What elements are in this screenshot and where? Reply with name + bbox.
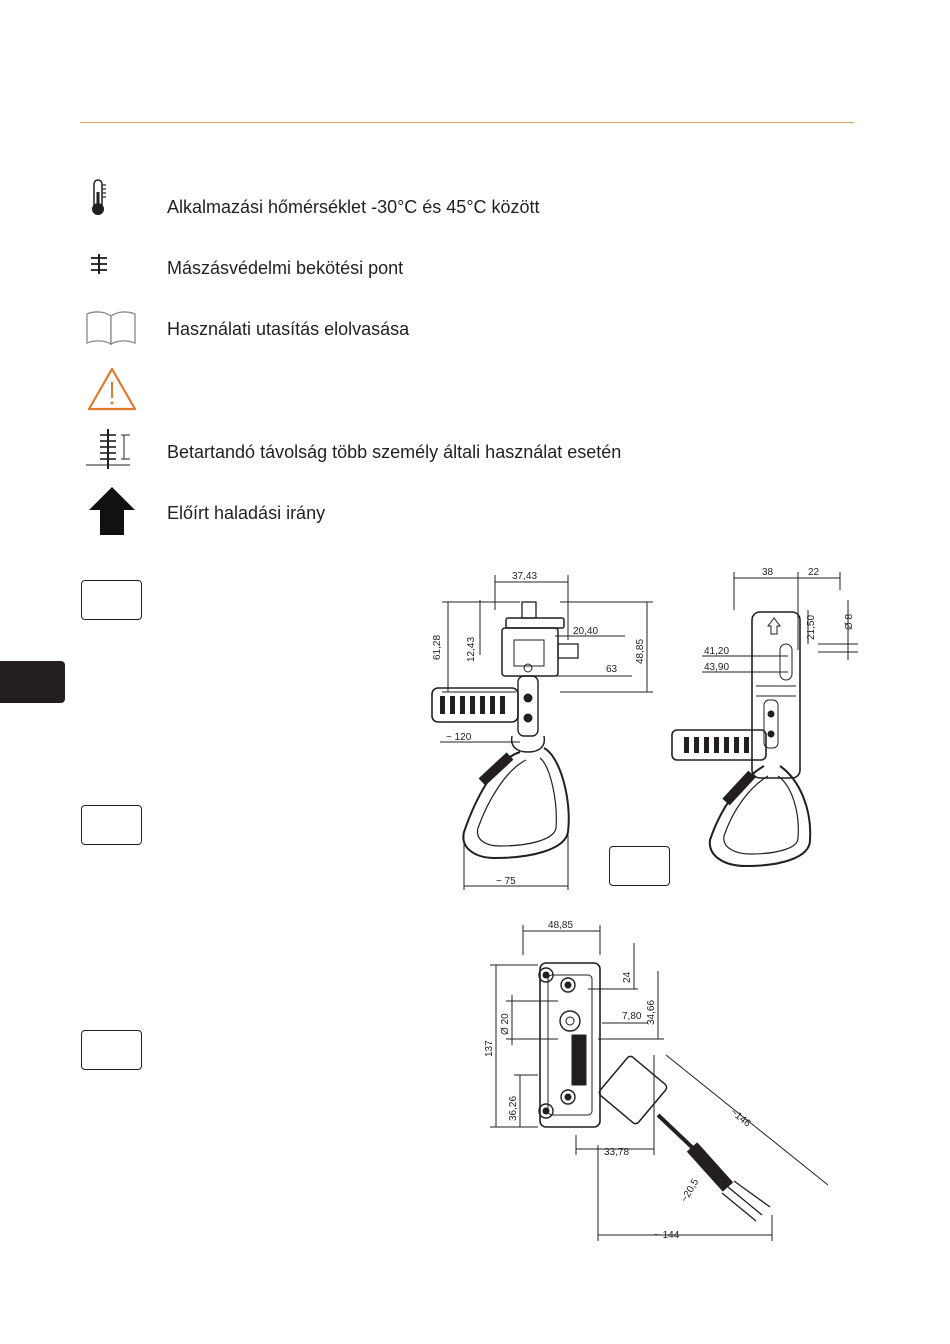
dim-20-40: 20,40 — [573, 626, 598, 637]
dim-48-85: 48,85 — [635, 639, 646, 664]
dim-43-90: 43,90 — [704, 662, 729, 673]
dim-37-43: 37,43 — [512, 571, 537, 582]
label-box-3 — [81, 1030, 142, 1070]
dim-41-20: 41,20 — [704, 646, 729, 657]
dim-24: 24 — [622, 971, 633, 983]
technical-drawing-side: 38 22 21,50 Ø 8 41,20 43,90 — [671, 567, 858, 868]
label-box-drawing — [609, 846, 670, 886]
thermometer-icon — [92, 179, 106, 215]
open-book-icon — [86, 311, 136, 346]
legend-text-manual: Használati utasítás elolvasása — [167, 319, 410, 339]
dim-21-50: 21,50 — [806, 615, 817, 640]
dim-63: 63 — [606, 664, 618, 675]
legend-text-anchor: Mászásvédelmi bekötési pont — [167, 258, 404, 278]
chapter-tab — [0, 661, 65, 703]
technical-drawing-top: 48,85 24 34,66 Ø 20 7,80 137 36,26 ~146 … — [484, 920, 829, 1241]
dim-75: ~ 75 — [496, 876, 516, 887]
dim-38: 38 — [762, 567, 774, 578]
dim-48-85-top: 48,85 — [548, 920, 573, 931]
legend-text-direction: Előírt haladási irány — [167, 503, 326, 523]
dim-120: ~ 120 — [446, 732, 472, 743]
dim-146: ~146 — [728, 1107, 753, 1130]
spacing-distance-icon — [86, 429, 130, 469]
dim-20-5: ~20,5 — [679, 1177, 701, 1205]
dim-33-78: 33,78 — [604, 1147, 629, 1158]
dim-34-66: 34,66 — [646, 1000, 657, 1025]
label-box-1 — [81, 580, 142, 620]
label-box-2 — [81, 805, 142, 845]
technical-drawing-front: 37,43 20,40 61,28 12,43 48,85 63 ~ 120 ~… — [431, 571, 653, 890]
header-rule — [80, 122, 854, 123]
dim-diameter-20: Ø 20 — [500, 1013, 511, 1035]
dim-7-80: 7,80 — [622, 1011, 642, 1022]
anchor-point-icon — [91, 254, 107, 274]
dim-144: ~ 144 — [654, 1230, 680, 1241]
up-arrow-icon — [89, 487, 135, 535]
legend-text-spacing: Betartandó távolság több személy általi … — [167, 442, 622, 462]
dim-137: 137 — [484, 1040, 495, 1057]
legend-text-temperature: Alkalmazási hőmérséklet -30°C és 45°C kö… — [167, 197, 540, 217]
dim-61-28: 61,28 — [432, 635, 443, 660]
dim-22: 22 — [808, 567, 820, 578]
warning-triangle-icon — [87, 367, 137, 411]
dim-diameter-8: Ø 8 — [844, 613, 855, 630]
dim-36-26: 36,26 — [508, 1096, 519, 1121]
dim-12-43: 12,43 — [466, 637, 477, 662]
